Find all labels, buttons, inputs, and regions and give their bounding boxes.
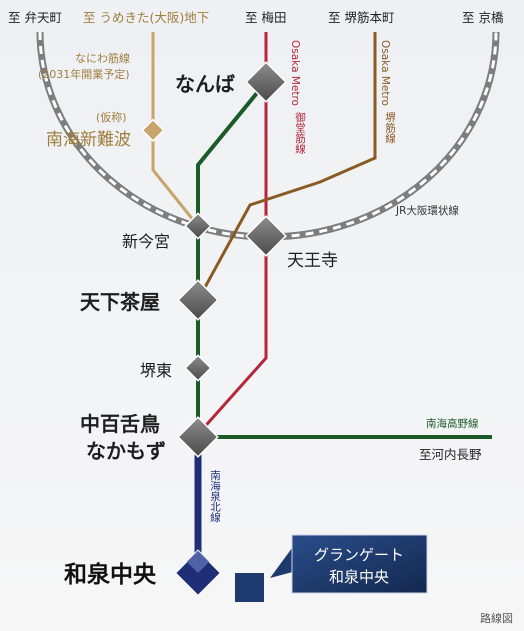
station-tennoji-marker [245, 215, 287, 257]
callout-line1: グランゲート [314, 546, 404, 564]
senboku-label: 南海泉北線 [209, 469, 221, 522]
sakaisuji-line [196, 32, 377, 301]
sakaisuji-label-en: Osaka Metro [379, 40, 391, 106]
station-sakaihigashi-label: 堺東 [140, 361, 172, 380]
station-nakamozu-kana-label: なかもず [86, 439, 166, 463]
dest-umeda: 至 梅田 [245, 10, 286, 25]
station-shin-nanba-label: 南海新難波 [46, 130, 131, 150]
station-nakamozu-marker [177, 416, 219, 458]
property-marker [235, 573, 264, 602]
station-tengachaya-marker [177, 279, 219, 321]
map-caption: 路線図 [480, 611, 513, 625]
station-shin-imamiya-marker [184, 212, 212, 240]
callout-line2: 和泉中央 [329, 568, 389, 586]
koya-dest: 至河内長野 [419, 447, 482, 462]
jr-loop-label: JR大阪環状線 [395, 204, 459, 217]
station-shin-nanba-marker [141, 118, 165, 142]
station-nakamozu-label: 中百舌鳥 [80, 412, 160, 436]
sakaisuji-label-jp: 堺筋線 [384, 112, 396, 144]
naniwasuji-line [151, 32, 200, 227]
midosuji-label-en: Osaka Metro [289, 40, 301, 106]
dest-bentencho: 至 弁天町 [8, 10, 62, 25]
dest-sakaisujihonmachi: 至 堺筋本町 [328, 10, 394, 25]
station-shin-nanba-prefix: (仮称) [96, 110, 127, 124]
dest-kyobashi: 至 京橋 [462, 10, 504, 25]
station-namba-label: なんば [175, 72, 235, 96]
naniwasuji-note: なにわ筋線 [75, 51, 130, 65]
naniwasuji-note-2: (2031年開業予定) [38, 67, 130, 81]
station-shin-imamiya-label: 新今宮 [122, 232, 170, 251]
station-namba-marker [245, 61, 287, 103]
station-tennoji-label: 天王寺 [287, 251, 338, 271]
callout-box [291, 534, 428, 594]
station-sakaihigashi-marker [184, 354, 212, 382]
midosuji-line [198, 32, 268, 433]
koya-label: 南海高野線 [426, 417, 479, 430]
midosuji-label-jp: 御堂筋線 [294, 111, 306, 154]
dest-umekita: 至 うめきた(大阪)地下 [83, 10, 209, 25]
station-izumi-chuo-label: 和泉中央 [64, 561, 157, 588]
station-tengachaya-label: 天下茶屋 [80, 290, 160, 314]
